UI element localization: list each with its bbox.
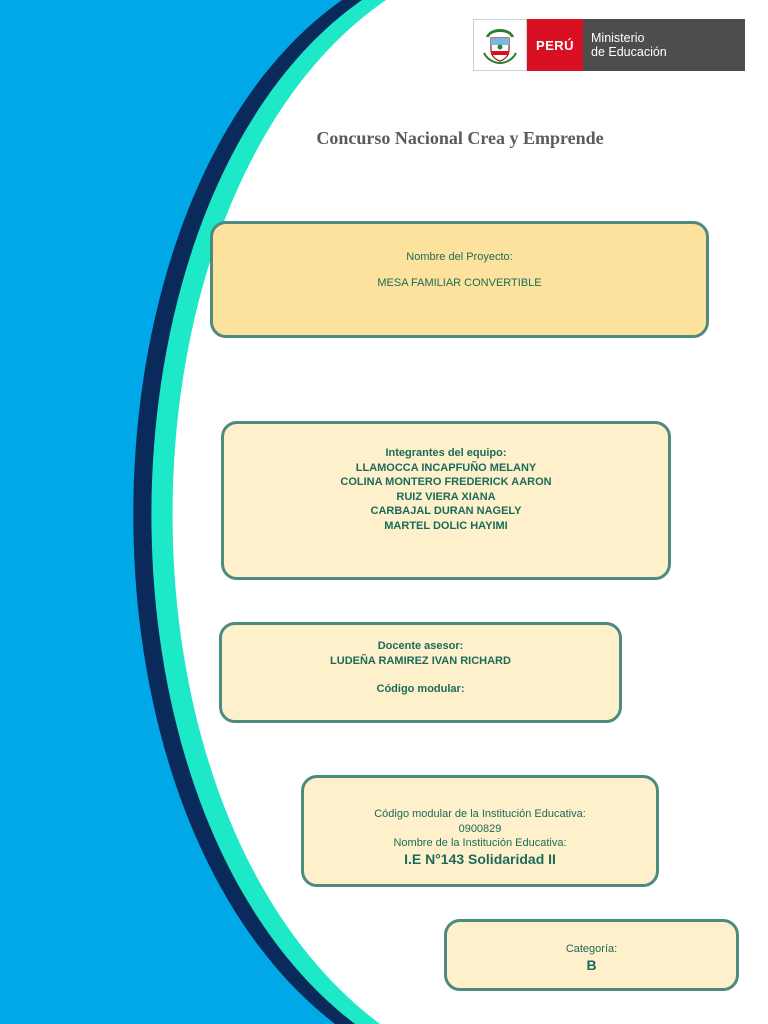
team-member: COLINA MONTERO FREDERICK AARON <box>340 476 552 488</box>
category-box: Categoría: B <box>444 919 739 991</box>
advisor-label: Docente asesor: <box>377 640 464 652</box>
advisor-code-label: Código modular: <box>376 683 465 695</box>
project-label: Nombre del Proyecto: <box>406 251 513 263</box>
ministry-line-2: de Educación <box>591 45 667 59</box>
school-code-label: Código modular de la Institución Educati… <box>374 808 586 820</box>
team-member: RUIZ VIERA XIANA <box>396 490 496 503</box>
school-code: 0900829 <box>458 822 502 835</box>
team-member: LLAMOCCA INCAPFUÑO MELANY <box>355 461 537 474</box>
ministry-logo: PERÚ Ministerio de Educación <box>473 19 745 71</box>
team-member: MARTEL DOLIC HAYIMI <box>384 519 508 532</box>
team-label: Integrantes del equipo: <box>385 447 507 459</box>
category-label: Categoría: <box>565 943 618 955</box>
project-box: Nombre del Proyecto: MESA FAMILIAR CONVE… <box>210 221 709 338</box>
team-member: CARBAJAL DURAN NAGELY <box>370 505 522 517</box>
project-name: MESA FAMILIAR CONVERTIBLE <box>377 276 542 289</box>
page-title: Concurso Nacional Crea y Emprende <box>316 128 604 148</box>
school-box: Código modular de la Institución Educati… <box>301 775 659 887</box>
coat-of-arms-icon <box>473 19 527 71</box>
ministry-label: Ministerio de Educación <box>583 19 745 71</box>
blue-band <box>0 0 342 1024</box>
advisor-name: LUDEÑA RAMIREZ IVAN RICHARD <box>330 654 511 667</box>
school-name: I.E N°143 Solidaridad II <box>404 850 556 867</box>
peru-label: PERÚ <box>527 19 583 71</box>
category-value: B <box>586 956 597 973</box>
advisor-box: Docente asesor: LUDEÑA RAMIREZ IVAN RICH… <box>219 622 622 723</box>
school-name-label: Nombre de la Institución Educativa: <box>393 837 567 849</box>
ministry-line-1: Ministerio <box>591 31 645 45</box>
team-box: Integrantes del equipo: LLAMOCCA INCAPFU… <box>221 421 671 580</box>
